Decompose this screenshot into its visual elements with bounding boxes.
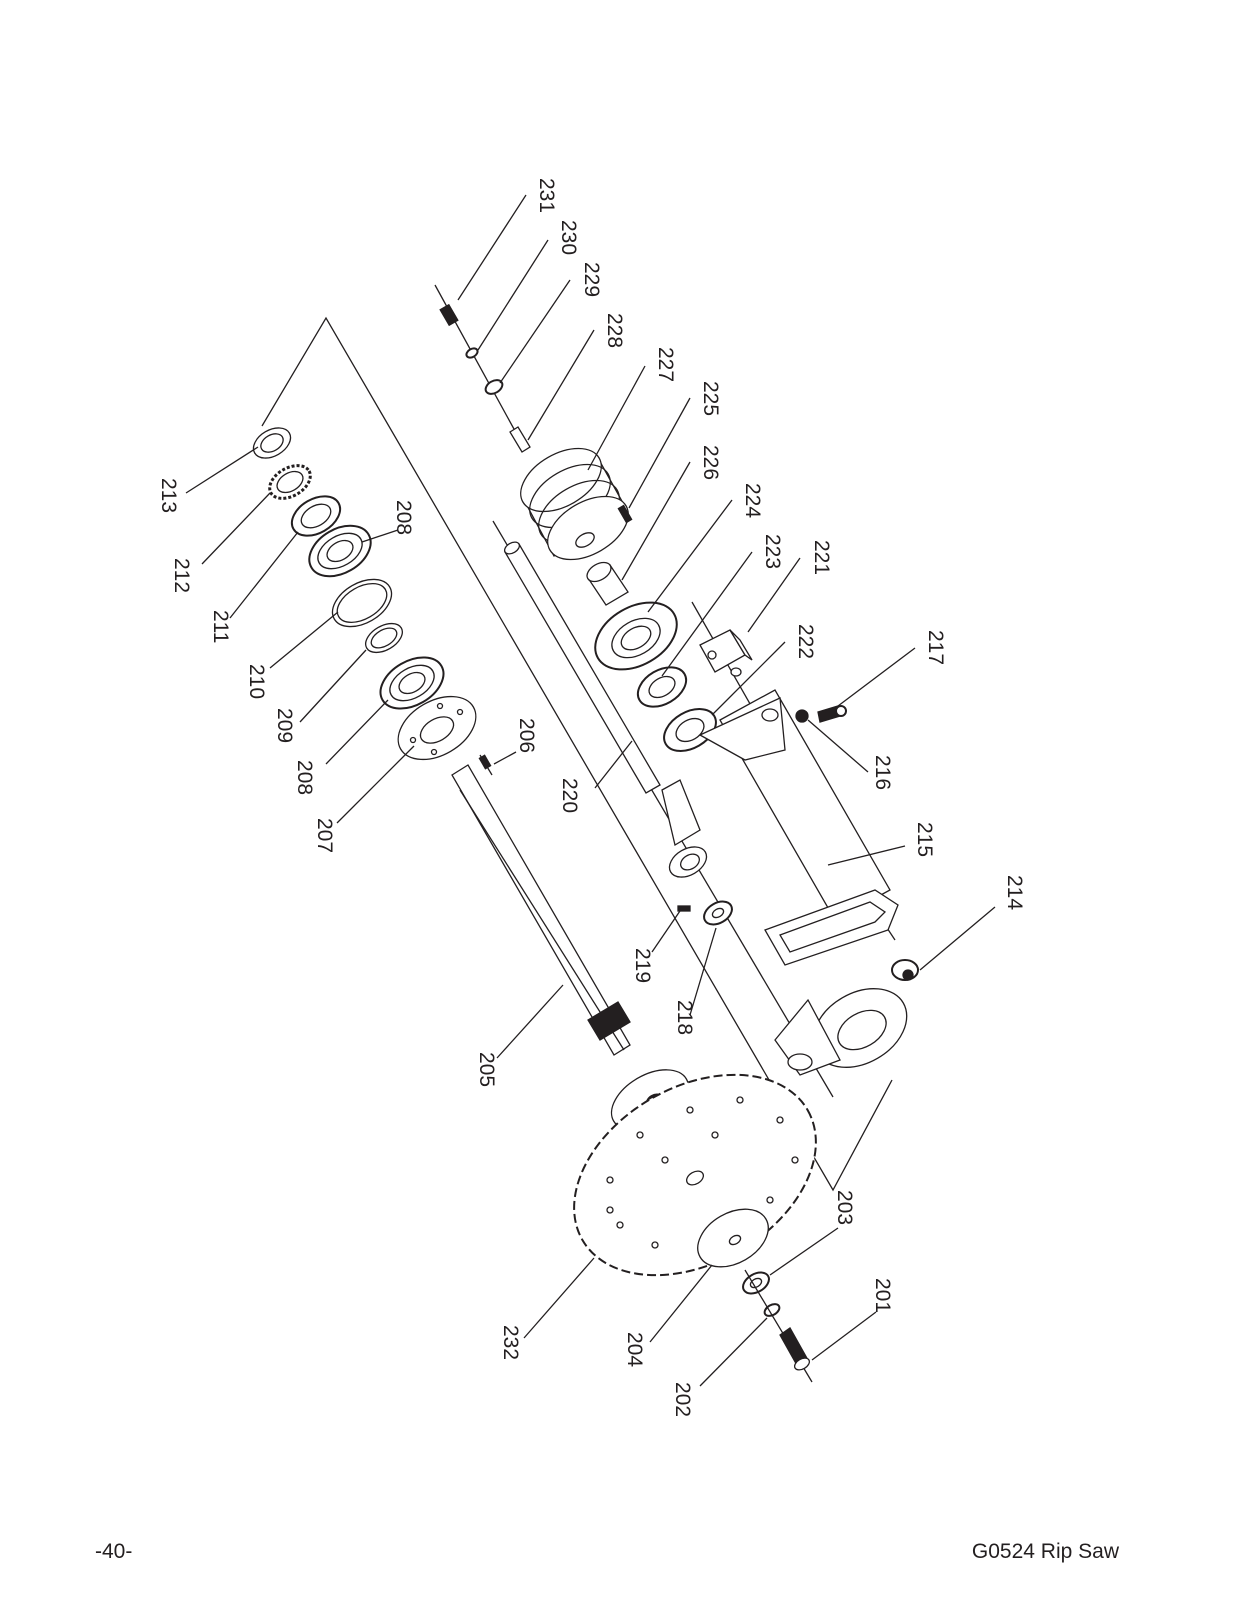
part-label-204: 204 xyxy=(623,1332,646,1367)
outer-flange-204 xyxy=(697,1208,769,1268)
part-label-206: 206 xyxy=(515,718,538,753)
key-228 xyxy=(509,426,531,453)
part-label-220: 220 xyxy=(558,778,581,813)
collar-218 xyxy=(703,900,733,926)
part-label-217: 217 xyxy=(924,630,947,665)
part-label-232: 232 xyxy=(499,1325,522,1360)
pulley-227 xyxy=(520,447,629,561)
bolt-201 xyxy=(744,1269,813,1383)
washer-229 xyxy=(484,379,504,395)
part-label-216: 216 xyxy=(871,755,894,790)
part-label-218: 218 xyxy=(673,1000,696,1035)
bushing-225 xyxy=(586,561,629,606)
flange-207 xyxy=(397,695,477,761)
part-label-208-lower: 208 xyxy=(293,760,316,795)
part-label-210: 210 xyxy=(245,664,268,699)
bearing-cap-211 xyxy=(290,495,342,537)
nut-216 xyxy=(795,709,809,723)
bearing-223 xyxy=(636,666,688,708)
part-label-201: 201 xyxy=(871,1278,894,1313)
assembly-outline-line xyxy=(261,316,893,1192)
bearing-222 xyxy=(663,708,717,752)
part-label-223: 223 xyxy=(761,534,784,569)
block-221 xyxy=(699,629,753,677)
document-title: G0524 Rip Saw xyxy=(971,1540,1119,1563)
set-screw-206 xyxy=(478,754,493,776)
screw-231 xyxy=(434,284,521,441)
washer-230 xyxy=(465,347,479,359)
part-label-208-upper: 208 xyxy=(392,500,415,535)
part-label-230: 230 xyxy=(557,220,580,255)
part-label-215: 215 xyxy=(913,822,936,857)
set-screw-219 xyxy=(677,905,691,912)
part-label-202: 202 xyxy=(671,1382,694,1417)
part-label-222: 222 xyxy=(794,624,817,659)
part-label-227: 227 xyxy=(654,347,677,382)
part-label-219: 219 xyxy=(631,948,654,983)
page-number: -40- xyxy=(95,1540,133,1563)
part-label-226: 226 xyxy=(699,445,722,480)
spacer-209 xyxy=(365,622,403,654)
lock-washer-202 xyxy=(763,1303,781,1317)
rod-220 xyxy=(503,541,661,794)
part-label-225: 225 xyxy=(699,381,722,416)
part-label-203: 203 xyxy=(833,1190,856,1225)
part-label-231: 231 xyxy=(535,178,558,213)
lock-nut-213 xyxy=(252,427,292,459)
part-label-209: 209 xyxy=(273,708,296,743)
part-label-207: 207 xyxy=(313,818,336,853)
tab-washer-212 xyxy=(268,464,312,500)
part-label-212: 212 xyxy=(170,558,193,593)
leader-lines xyxy=(185,194,996,1387)
part-label-205: 205 xyxy=(475,1052,498,1087)
part-label-213: 213 xyxy=(157,478,180,513)
washer-203 xyxy=(742,1271,770,1295)
set-screw-226 xyxy=(617,504,633,524)
saw-blade-232 xyxy=(573,1073,817,1277)
part-label-214: 214 xyxy=(1003,875,1026,910)
part-label-228: 228 xyxy=(603,313,626,348)
part-label-229: 229 xyxy=(580,262,603,297)
ring-210 xyxy=(331,578,393,628)
bearing-208-lower xyxy=(379,656,445,710)
bolt-217 xyxy=(817,705,847,723)
cap-214 xyxy=(891,959,919,981)
part-label-221: 221 xyxy=(810,540,833,575)
bearing-208-upper xyxy=(308,524,372,578)
arbor-housing-215 xyxy=(661,689,908,1076)
part-label-224: 224 xyxy=(741,483,764,518)
bearing-housing-224 xyxy=(594,601,678,671)
part-label-211: 211 xyxy=(209,610,232,643)
